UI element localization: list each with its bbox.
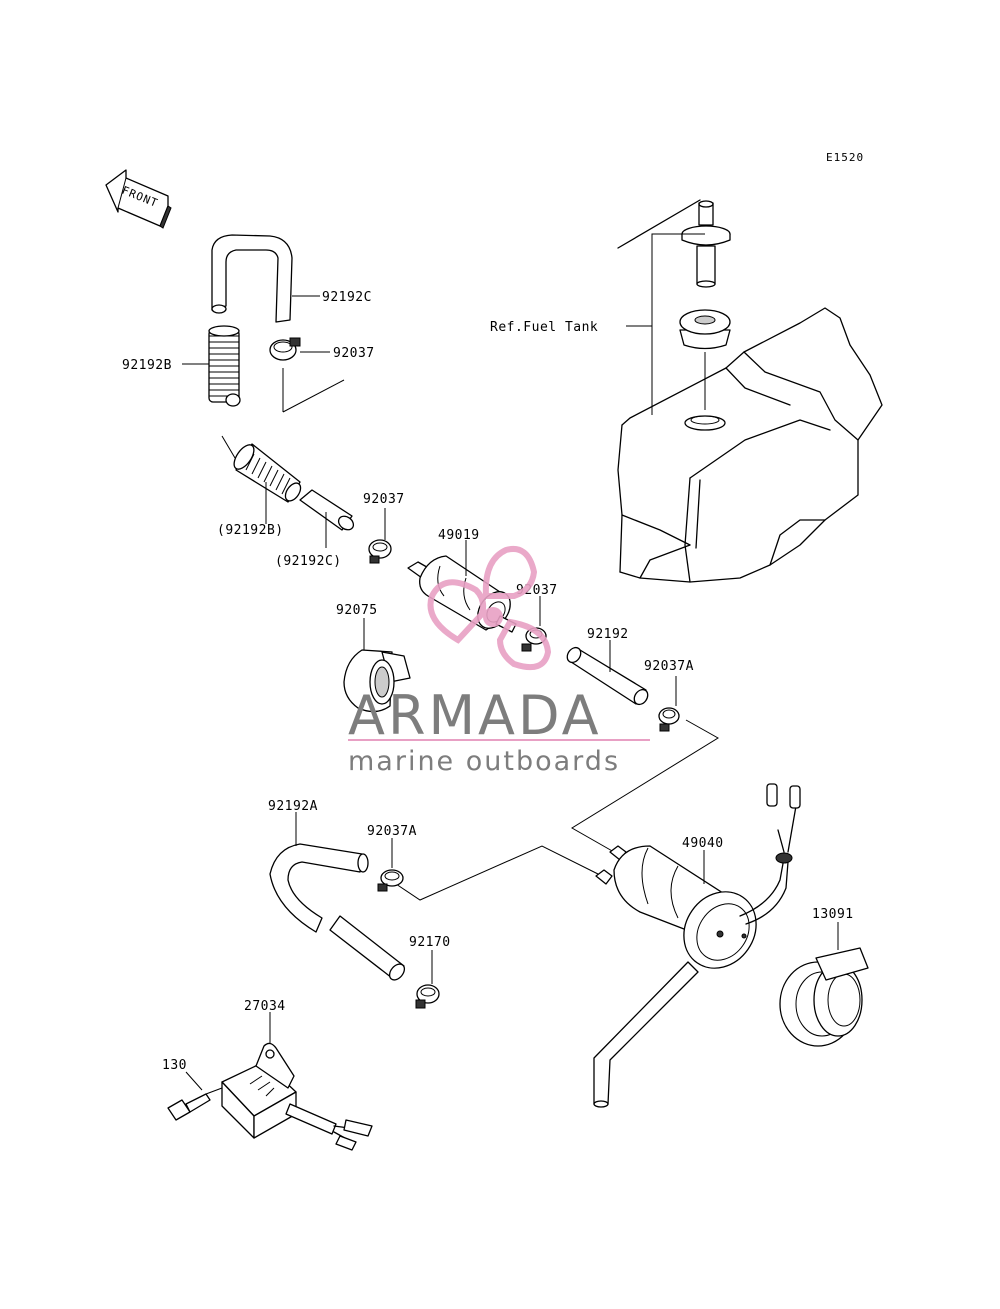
label-92037-mid: 92037 (363, 492, 405, 507)
label-92192: 92192 (587, 627, 629, 642)
label-92075: 92075 (336, 603, 378, 618)
spring-92192b (208, 325, 241, 407)
label-92192a: 92192A (268, 799, 318, 814)
spring-92192b-installed (233, 443, 302, 503)
label-92037-top: 92037 (333, 346, 375, 361)
fuel-tank-reference: Ref.Fuel Tank (490, 199, 883, 583)
hose-92192 (566, 646, 649, 706)
clamp-92170 (415, 984, 440, 1009)
bracket-92075 (343, 649, 411, 713)
label-92037a-left: 92037A (367, 824, 417, 839)
clamp-92037a-right (658, 707, 680, 732)
label-92170: 92170 (409, 935, 451, 950)
band-13091 (779, 947, 869, 1047)
hose-92192c-installed (299, 489, 355, 531)
fuel-pump-49040 (593, 783, 801, 1108)
label-92192c-paren: (92192C) (275, 554, 342, 569)
clamp-92037-top (269, 337, 301, 361)
diagram-code: E1520 (826, 151, 864, 164)
clamp-92037a-left (377, 869, 404, 892)
label-13091: 13091 (812, 907, 854, 922)
label-49040: 49040 (682, 836, 724, 851)
watermark-brand: ARMADA (348, 684, 602, 747)
front-arrow-icon: FRONT (105, 169, 172, 229)
label-92192b-paren: (92192B) (217, 523, 284, 538)
relay-27034 (221, 1042, 373, 1151)
label-27034: 27034 (244, 999, 286, 1014)
label-92192b: 92192B (122, 358, 172, 373)
hose-92192a (269, 843, 406, 981)
label-49019: 49019 (438, 528, 480, 543)
label-92192c: 92192C (322, 290, 372, 305)
hose-92192c (211, 234, 293, 323)
label-130: 130 (162, 1058, 187, 1073)
propeller-logo-icon (427, 546, 552, 670)
label-92037a-right: 92037A (644, 659, 694, 674)
clamp-92037-mid (368, 539, 392, 564)
bolt-130 (167, 1087, 223, 1121)
label-ref-fuel-tank: Ref.Fuel Tank (490, 320, 598, 335)
watermark-tagline: marine outboards (348, 746, 620, 777)
armada-watermark: ARMADA marine outboards (348, 546, 650, 777)
